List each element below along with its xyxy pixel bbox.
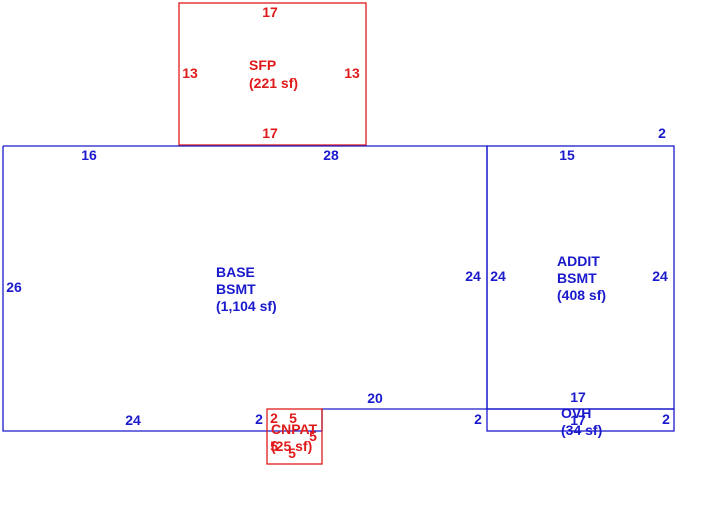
cnpat-dim-right: 5	[309, 428, 317, 444]
cnpat-dim-top-5: 5	[289, 410, 297, 426]
base-dim-step-a: 2	[255, 411, 263, 427]
addit-dim-top: 15	[559, 147, 575, 163]
cnpat-label-name: CNPAT	[271, 421, 318, 437]
ovh-outline	[486, 408, 675, 432]
base-dim-notch: 20	[367, 390, 383, 406]
addit-dim-left: 24	[490, 268, 506, 284]
base-dim-top-mid: 28	[323, 147, 339, 163]
cnpat-label-area: (25 sf)	[271, 438, 312, 454]
addit-dim-right: 24	[652, 268, 668, 284]
addit-label-area: (408 sf)	[557, 287, 606, 303]
base-label-area: (1,104 sf)	[216, 298, 277, 314]
cnpat-dim-top-2: 2	[270, 410, 278, 426]
ovh-label-name: OVH	[561, 405, 591, 421]
sfp-label-name: SFP	[249, 57, 276, 73]
cnpat-dim-bottom: 5	[288, 445, 296, 461]
ovh-dim-mid: 17	[570, 412, 586, 428]
base-dim-left: 26	[6, 279, 22, 295]
base-label-line2: BSMT	[216, 281, 256, 297]
sfp-label-area: (221 sf)	[249, 75, 298, 91]
base-dim-top-left: 16	[81, 147, 97, 163]
sfp-dim-top: 17	[262, 4, 278, 20]
sfp-dim-bottom: 17	[262, 125, 278, 141]
addit-dim-corner: 2	[658, 125, 666, 141]
base-dim-step-b: 2	[474, 411, 482, 427]
cnpat-outline	[266, 408, 323, 465]
ovh-label-area: (34 sf)	[561, 422, 602, 438]
ovh-dim-right: 2	[662, 411, 670, 427]
addit-label-line1: ADDIT	[557, 253, 600, 269]
base-dim-bottom-left: 24	[125, 412, 141, 428]
sfp-dim-left: 13	[182, 65, 198, 81]
addit-dim-bottom: 17	[570, 389, 586, 405]
sfp-outline	[178, 2, 367, 146]
addit-label-line2: BSMT	[557, 270, 597, 286]
base-dim-right: 24	[465, 268, 481, 284]
base-label-line1: BASE	[216, 264, 255, 280]
sfp-dim-right: 13	[344, 65, 360, 81]
cnpat-dim-left: 5	[270, 438, 278, 454]
